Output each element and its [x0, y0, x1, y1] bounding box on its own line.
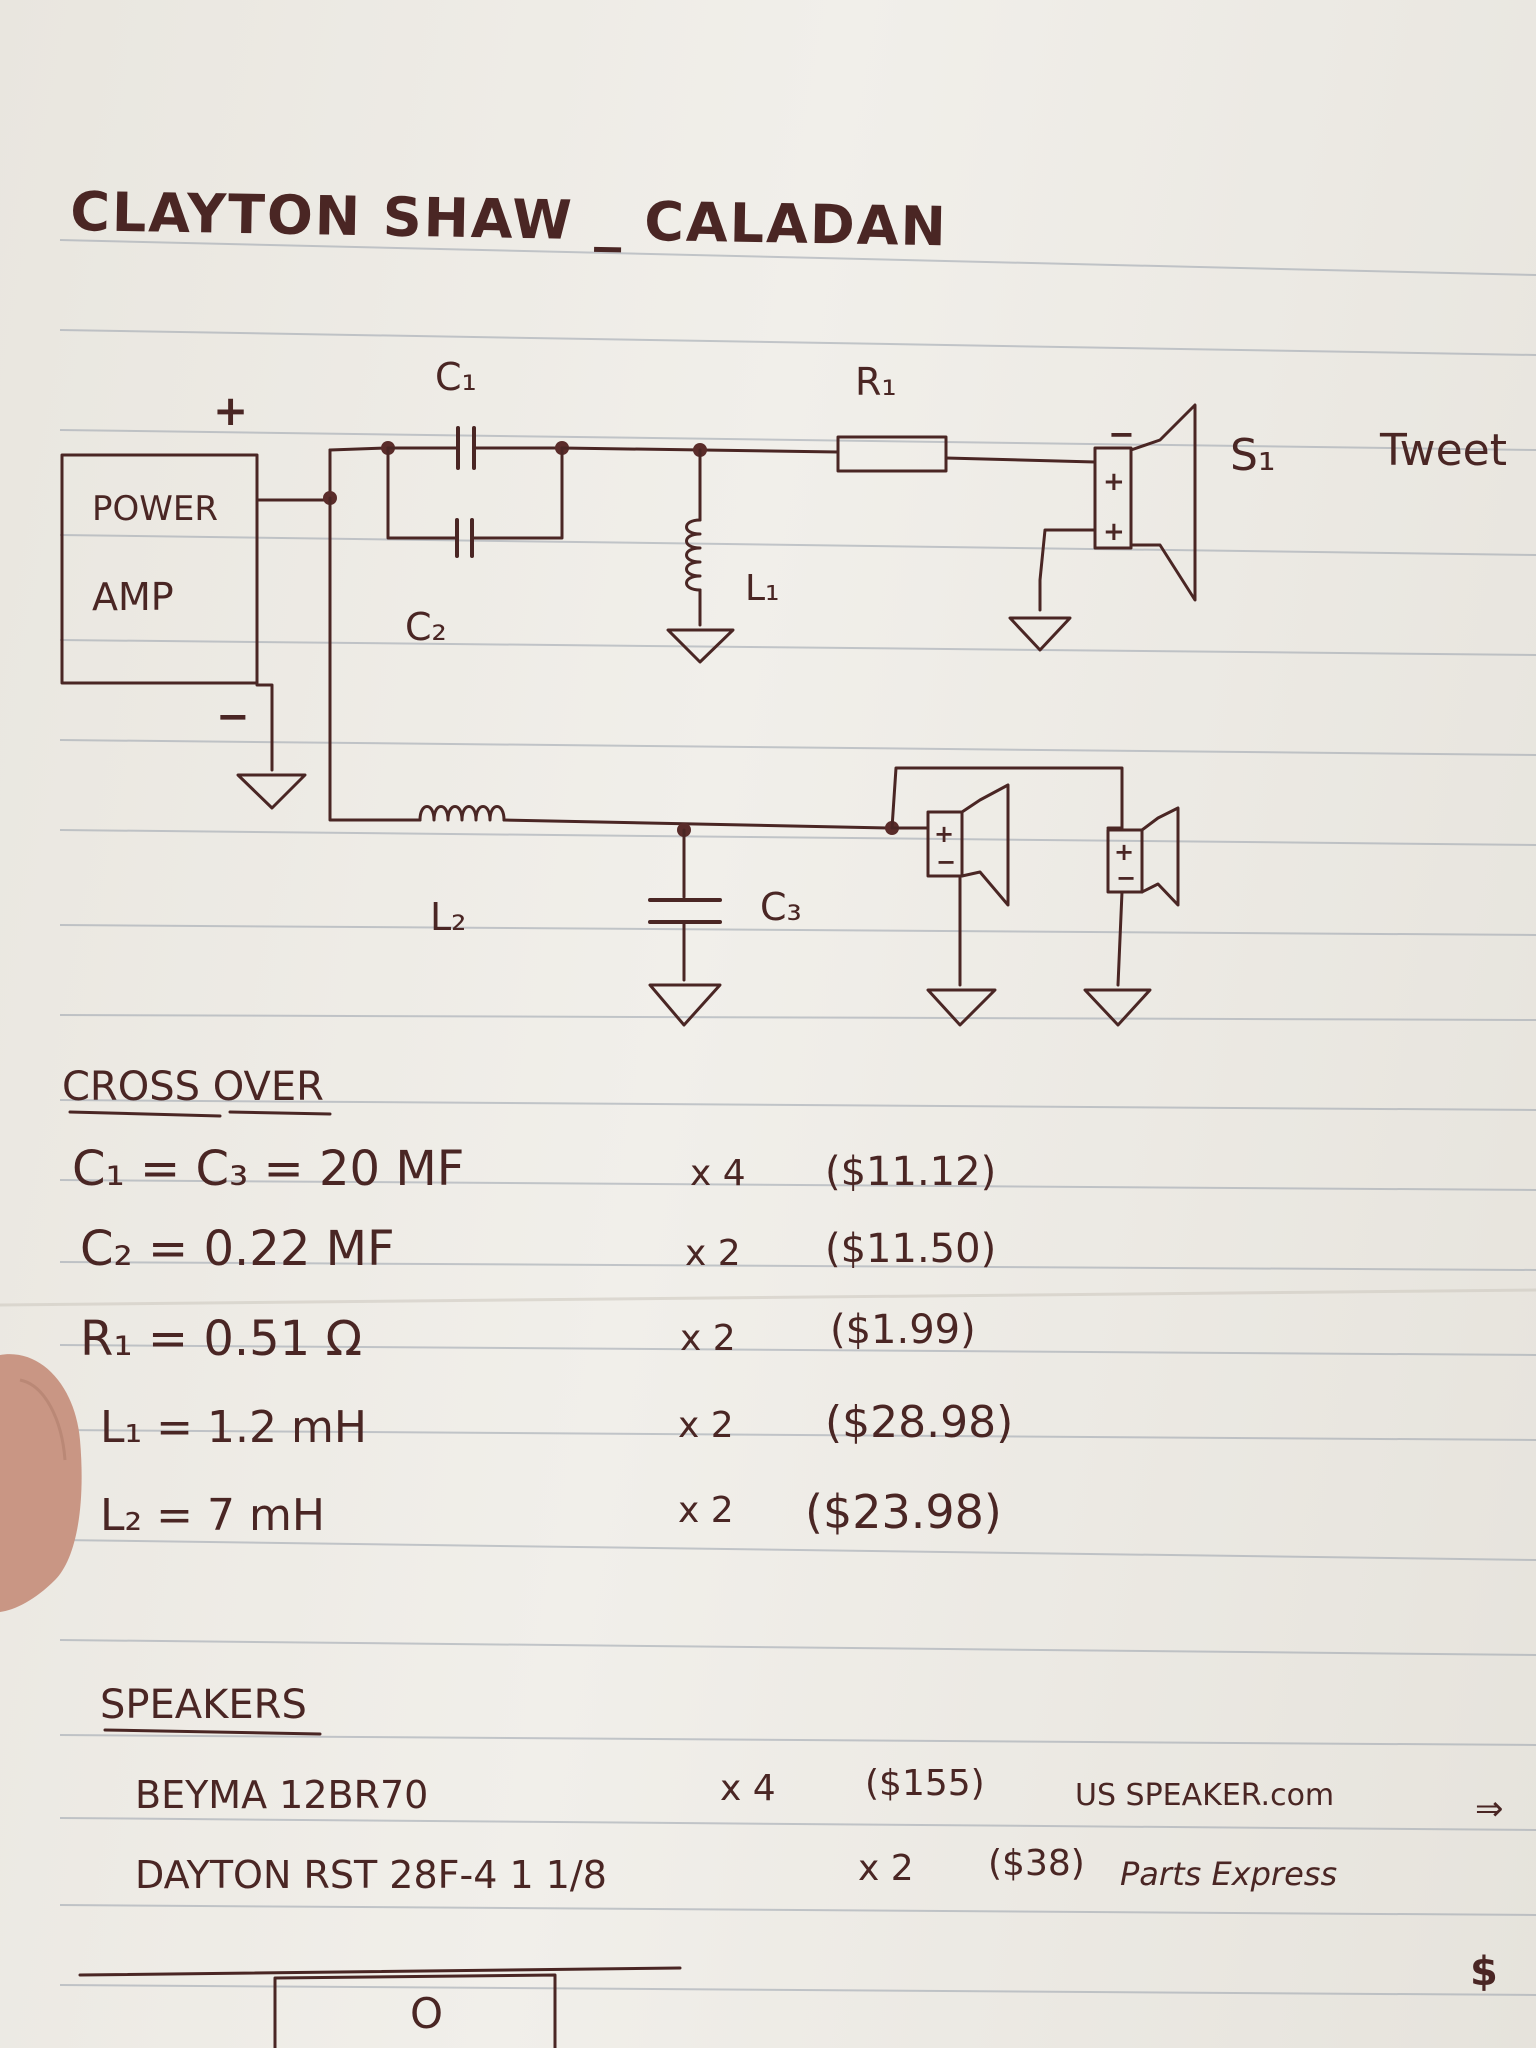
c3-label: C₃ — [760, 885, 802, 929]
speaker-qty: x 2 — [858, 1848, 914, 1889]
page-title: CLAYTON SHAW _ CALADAN — [70, 180, 949, 258]
speaker-source: Parts Express — [1120, 1855, 1337, 1893]
svg-text:−: − — [936, 848, 956, 876]
crossover-price: ($23.98) — [805, 1485, 1002, 1539]
ground-symbol-c3 — [648, 983, 722, 1027]
crossover-qty: x 2 — [680, 1318, 736, 1359]
crossover-qty: x 2 — [678, 1490, 734, 1531]
ground-symbol-woofer-1 — [926, 988, 997, 1027]
amp-minus-label: − — [216, 694, 250, 740]
crossover-row: C₁ = C₃ = 20 MF x 4 ($11.12) — [72, 1141, 996, 1197]
svg-text:+: + — [1103, 467, 1125, 497]
ground-symbol-l1 — [666, 628, 735, 664]
crossover-part: L₂ = 7 mH — [100, 1490, 325, 1541]
ground-symbol-woofer-2 — [1083, 988, 1152, 1027]
crossover-row: L₂ = 7 mH x 2 ($23.98) — [100, 1485, 1002, 1541]
l2-label: L₂ — [430, 895, 466, 939]
crossover-qty: x 2 — [678, 1405, 734, 1446]
crossover-price: ($11.50) — [825, 1226, 996, 1272]
thumb — [0, 1354, 82, 1612]
svg-text:+: + — [934, 820, 954, 848]
l2-coil — [418, 805, 506, 822]
speaker-row: BEYMA 12BR70 x 4 ($155) US SPEAKER.com ⇒ — [135, 1763, 1504, 1829]
tweeter-speaker-cone — [1129, 403, 1197, 602]
crossover-part: C₁ = C₃ = 20 MF — [72, 1141, 464, 1197]
speaker-row: DAYTON RST 28F-4 1 1/8 x 2 ($38) Parts E… — [135, 1843, 1337, 1897]
power-amp-box — [60, 453, 259, 685]
crossover-row: L₁ = 1.2 mH x 2 ($28.98) — [100, 1397, 1013, 1453]
speaker-price: ($155) — [865, 1763, 985, 1804]
ground-symbol-amp — [236, 773, 307, 810]
amp-plus-label: + — [213, 386, 248, 435]
amp-label-amp: AMP — [92, 575, 174, 619]
footer-circle-mark: O — [410, 1989, 443, 2038]
crossover-row: R₁ = 0.51 Ω x 2 ($1.99) — [80, 1307, 976, 1367]
crossover-parts-list: CROSS OVER C₁ = C₃ = 20 MF x 4 ($11.12) … — [62, 1064, 1013, 1541]
svg-text:+: + — [1103, 517, 1125, 547]
l1-label: L₁ — [745, 568, 780, 609]
woofer-1-speaker-cone — [960, 783, 1010, 907]
r1-label: R₁ — [855, 360, 897, 404]
amp-label-power: POWER — [92, 489, 218, 529]
speakers-heading: SPEAKERS — [100, 1682, 307, 1728]
crossover-schematic: + POWER AMP − C₁ C₂ L₁ — [60, 355, 1507, 1027]
c2-label: C₂ — [405, 605, 447, 649]
speaker-model: BEYMA 12BR70 — [135, 1773, 428, 1817]
s1-label: S₁ — [1230, 430, 1276, 481]
footer-dollar: $ — [1470, 1949, 1498, 1995]
crossover-qty: x 4 — [690, 1153, 746, 1194]
crossover-part: R₁ = 0.51 Ω — [80, 1311, 362, 1367]
speakers-parts-list: SPEAKERS BEYMA 12BR70 x 4 ($155) US SPEA… — [100, 1682, 1504, 1897]
woofer-2-speaker-cone — [1140, 806, 1180, 907]
speaker-arrow: ⇒ — [1475, 1789, 1504, 1829]
crossover-price: ($11.12) — [825, 1149, 996, 1195]
speaker-model: DAYTON RST 28F-4 1 1/8 — [135, 1853, 607, 1897]
crossover-price: ($28.98) — [825, 1397, 1013, 1448]
r1-resistor — [836, 435, 948, 473]
crossover-price: ($1.99) — [830, 1307, 976, 1353]
page-footer: $ O — [78, 1949, 1498, 2048]
crossover-part: L₁ = 1.2 mH — [100, 1402, 367, 1453]
speaker-qty: x 4 — [720, 1768, 776, 1809]
ground-symbol-tweeter — [1008, 616, 1072, 652]
svg-text:−: − — [1108, 415, 1135, 453]
crossover-row: C₂ = 0.22 MF x 2 ($11.50) — [80, 1221, 996, 1277]
speaker-price: ($38) — [988, 1843, 1085, 1884]
crossover-heading: CROSS OVER — [62, 1064, 324, 1110]
ruled-lines — [59, 239, 1536, 1996]
c1-label: C₁ — [435, 355, 477, 399]
crossover-part: C₂ = 0.22 MF — [80, 1221, 395, 1277]
crossover-qty: x 2 — [685, 1233, 741, 1274]
tweeter-label: Tweet — [1379, 425, 1507, 476]
svg-text:−: − — [1116, 864, 1136, 892]
l1-coil — [685, 518, 702, 592]
svg-text:+: + — [1114, 838, 1134, 866]
speaker-source: US SPEAKER.com — [1075, 1778, 1334, 1813]
